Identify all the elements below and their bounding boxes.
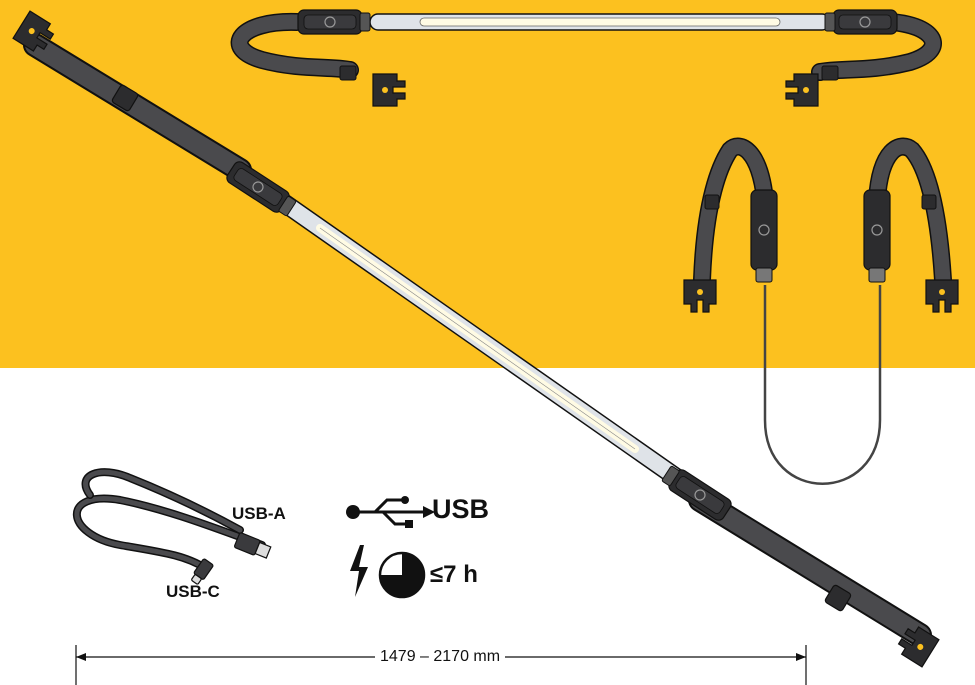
length-range-label: 1479 – 2170 mm	[375, 648, 506, 666]
usb-cable-icon	[72, 468, 272, 585]
main-light-bar	[12, 10, 940, 668]
white-background	[0, 368, 975, 685]
charge-time-label: ≤7 h	[430, 561, 478, 588]
u-shape-configuration	[683, 137, 959, 485]
usb-c-label: USB-C	[166, 582, 220, 601]
usb-icon	[346, 496, 435, 528]
clock-quarter-icon	[378, 551, 426, 599]
lightning-icon	[350, 545, 368, 597]
usb-label: USB	[432, 494, 490, 524]
usb-a-label: USB-A	[232, 504, 286, 523]
horizontal-configuration	[230, 9, 942, 107]
yellow-background	[0, 0, 975, 368]
